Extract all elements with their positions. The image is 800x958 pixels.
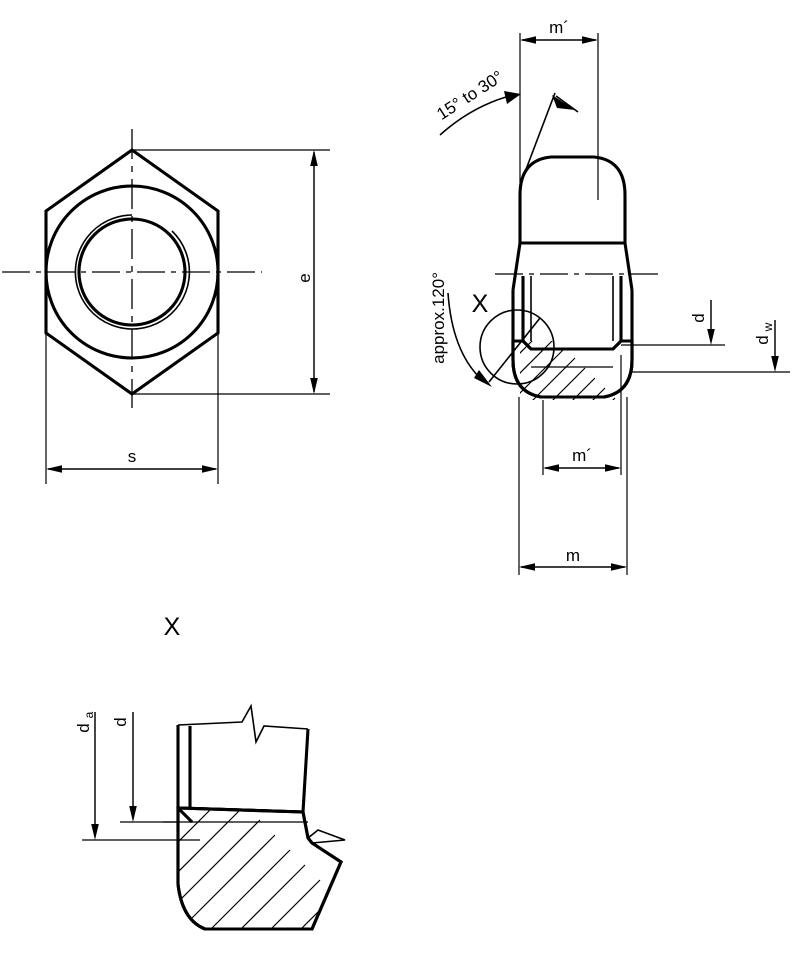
chamfer-circle (44, 184, 220, 360)
nut-left-flank-lower (511, 242, 522, 291)
chamfer-angle-arrow (504, 91, 521, 104)
dimension-da: d a (74, 711, 200, 841)
section-outer-boundary (511, 341, 634, 399)
dimension-da-label-group: d a (74, 711, 96, 732)
dimension-s-arrow-left (46, 465, 62, 473)
detail-callout-label: X (472, 290, 489, 318)
dimension-d: d (621, 300, 725, 346)
dimension-dw-label: d (753, 335, 772, 344)
dimension-m-prime-top: m´ (519, 18, 599, 200)
dimension-s-arrow-right (202, 465, 218, 473)
dimension-e: e (134, 149, 330, 395)
dimension-dw-subscript: w (761, 322, 775, 332)
chamfer-pointer-line (524, 92, 556, 173)
dimension-dw-label-group: d w (753, 322, 775, 344)
dimension-dw: d w (630, 320, 790, 373)
chamfer-pointer-tail (555, 95, 579, 113)
chamfer-angle-leader-arc (439, 96, 507, 136)
dimension-da-subscript: a (82, 711, 96, 718)
annotation-cone-angle: approx.120° (429, 272, 492, 387)
dimension-m-prime-top-arrow-left (520, 36, 536, 44)
dimension-s-label: s (128, 447, 137, 466)
dimension-m-prime-bottom-arrow-right (605, 464, 621, 472)
side-view-group: X 15° to 30° approx.120° m´ (429, 18, 790, 575)
detail-wall-outer (176, 725, 310, 814)
dimension-m-arrow-left (519, 563, 535, 571)
dimension-m-prime-top-arrow-right (582, 36, 598, 44)
detail-callout-leader (488, 317, 541, 383)
detail-view-title: X (164, 613, 181, 641)
detail-break-line-top (177, 703, 309, 745)
dimension-d-detail-label: d (111, 717, 130, 726)
dimension-d-arrow (707, 329, 715, 345)
dimension-s: s (45, 333, 219, 484)
dimension-m-prime-bottom-arrow-left (543, 464, 559, 472)
dimension-m-prime-bottom: m´ (542, 355, 622, 475)
dimension-e-arrow-top (310, 150, 318, 166)
dimension-m-arrow-right (611, 563, 627, 571)
dimension-dw-arrow (771, 356, 779, 372)
dimension-e-arrow-bottom (310, 378, 318, 394)
hexagon-outline (44, 148, 220, 396)
cone-angle-label: approx.120° (429, 272, 448, 364)
front-view-group: e s (2, 129, 330, 484)
thread-major-circle (77, 217, 187, 327)
chamfer-angle-label: 15° to 30° (433, 67, 506, 124)
dimension-m-prime-bottom-label: m´ (572, 446, 592, 465)
nut-top-chamfer-arc (518, 155, 627, 196)
detail-callout-circle (479, 309, 555, 385)
nut-right-flank-lower (623, 242, 634, 291)
dimension-m: m (518, 397, 628, 575)
detail-section-outline (176, 806, 343, 931)
dimension-d-detail-arrow (129, 806, 137, 822)
dimension-m-prime-top-label: m´ (549, 18, 569, 37)
dimension-e-label: e (295, 273, 314, 282)
cone-angle-leader-arc (447, 292, 481, 379)
dimension-d-detail: d (111, 712, 178, 823)
thread-minor-arc (74, 214, 191, 330)
detail-view-group: X (74, 613, 346, 931)
dimension-da-arrow (91, 824, 99, 840)
cone-angle-arrow (474, 370, 492, 387)
dimension-d-label: d (689, 313, 708, 322)
dimension-m-label: m (566, 546, 580, 565)
detail-relief-chamfer (176, 806, 194, 824)
dimension-da-label: d (74, 723, 93, 732)
